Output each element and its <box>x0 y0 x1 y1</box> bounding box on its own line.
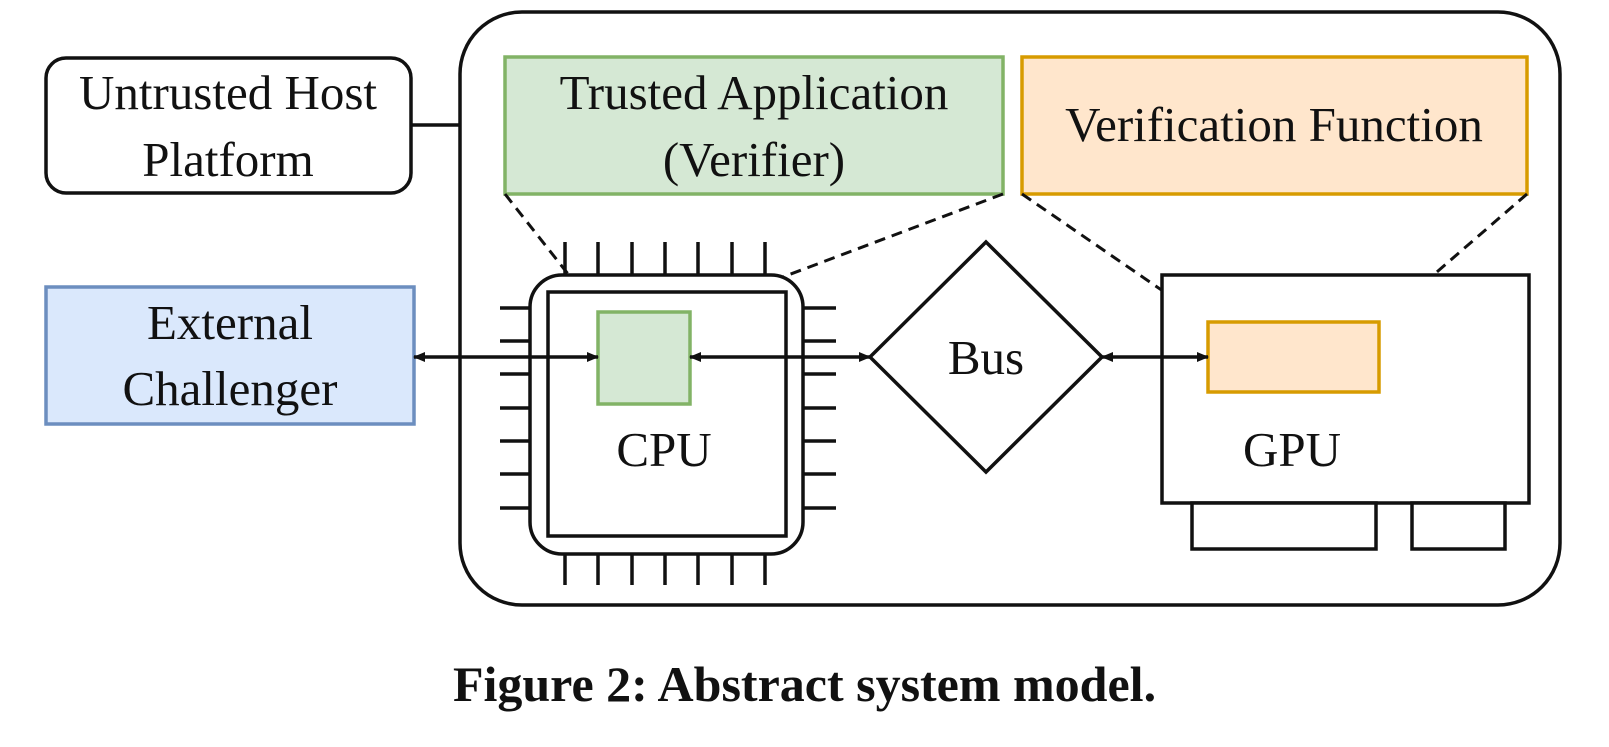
cpu-trusted-app-region <box>596 310 692 406</box>
trusted-application-box: Trusted Application (Verifier) <box>503 55 1005 196</box>
untrusted-host-label-line1: Untrusted Host <box>79 65 377 120</box>
gpu-connector-right <box>1410 501 1507 551</box>
figure-caption: Figure 2: Abstract system model. <box>452 656 1157 712</box>
trusted-app-label-line2: (Verifier) <box>663 132 845 187</box>
gpu-card: GPU <box>1160 273 1531 551</box>
untrusted-host-platform-box: Untrusted Host Platform <box>44 56 413 195</box>
bus-node: Bus <box>867 239 1105 475</box>
external-challenger-box: External Challenger <box>44 285 416 426</box>
cpu-label: CPU <box>616 422 711 477</box>
external-challenger-label-line2: Challenger <box>123 361 338 416</box>
gpu-connector-left <box>1190 501 1378 551</box>
trusted-app-label-line1: Trusted Application <box>560 65 949 120</box>
bus-label: Bus <box>948 330 1024 385</box>
cpu-chip: CPU <box>500 242 836 585</box>
gpu-label: GPU <box>1243 422 1341 477</box>
gpu-verification-region <box>1206 320 1381 394</box>
untrusted-host-label-line2: Platform <box>142 132 313 187</box>
verification-function-label: Verification Function <box>1065 97 1483 152</box>
external-challenger-label-line1: External <box>147 295 313 350</box>
verification-function-box: Verification Function <box>1020 55 1529 196</box>
system-model-diagram: Untrusted Host Platform Trusted Applicat… <box>44 10 1562 607</box>
cpu-pins <box>500 242 836 585</box>
